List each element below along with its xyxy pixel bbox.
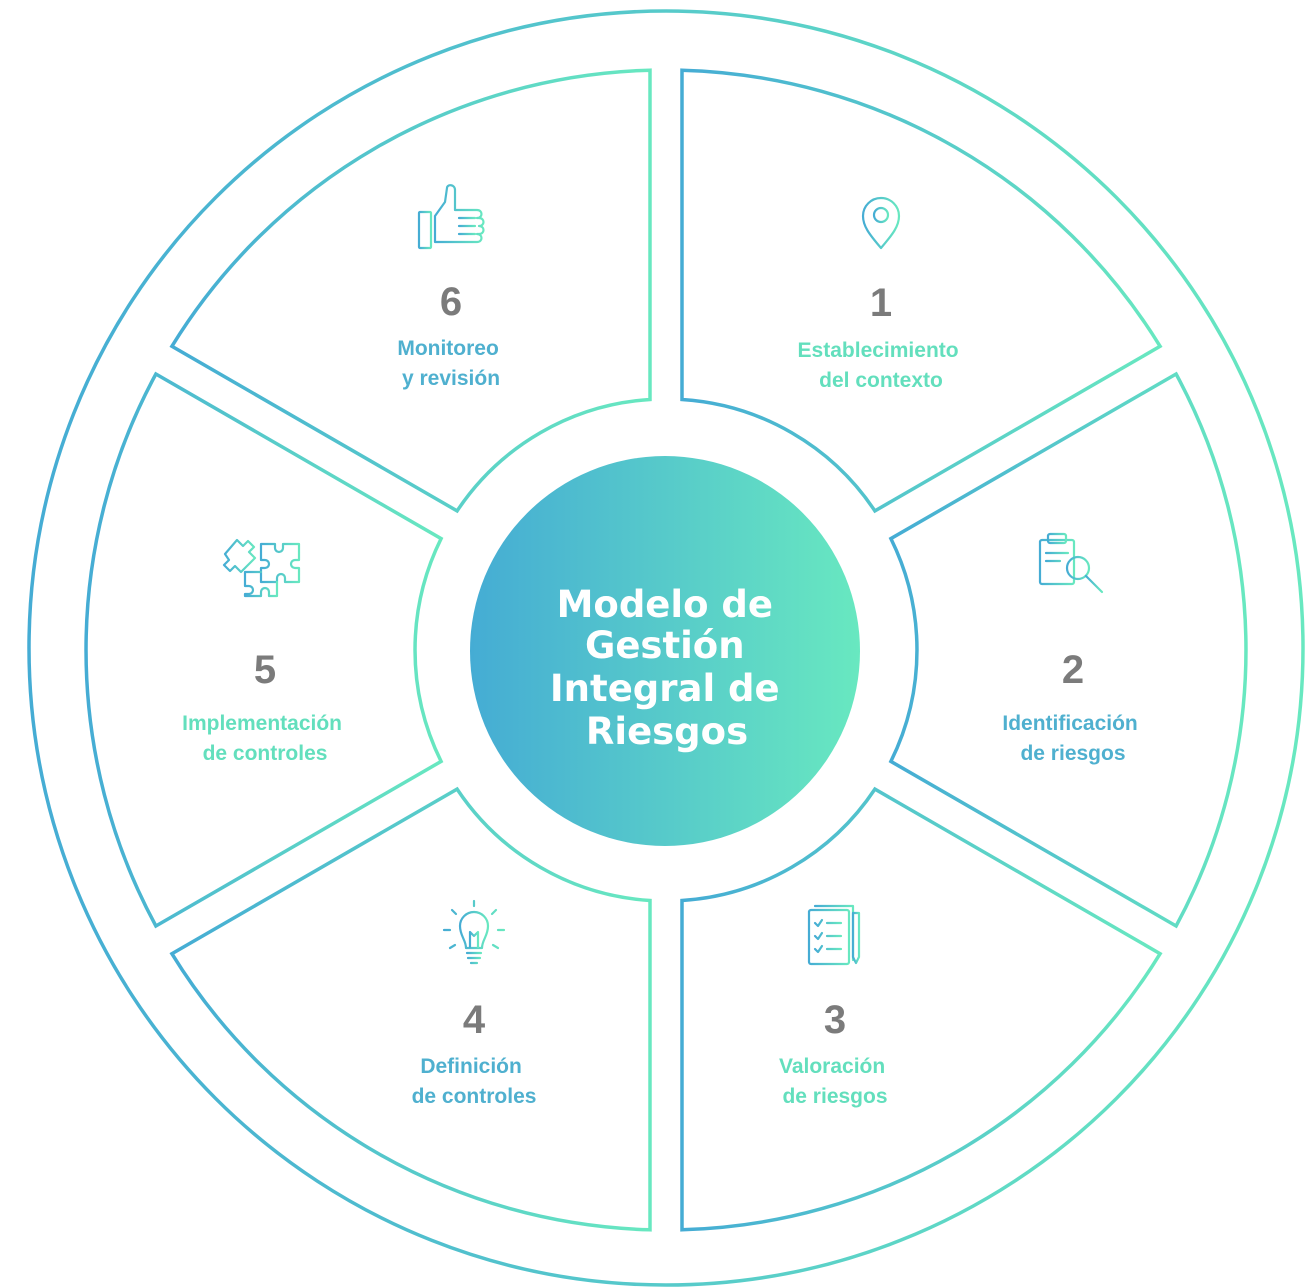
segment-3-label: Valoración de riesgos (779, 1055, 891, 1108)
segment-4-number: 4 (463, 998, 486, 1042)
center-title: Modelo de Gestión Integral de Riesgos (550, 583, 784, 753)
segment-1-label-line-1: Establecimiento (798, 339, 959, 362)
segment-1-shape (680, 68, 1163, 514)
segment-3-shape (680, 786, 1163, 1232)
segment-6-label-line-2: y revisión (402, 367, 500, 390)
segment-1-label: Establecimiento del contexto (798, 339, 965, 392)
segment-2-label-line-2: de riesgos (1020, 742, 1125, 765)
segment-2-label-line-1: Identificación (1002, 712, 1137, 735)
segment-2-number: 2 (1062, 648, 1084, 692)
segment-4-label: Definición de controles (412, 1055, 537, 1108)
segment-4-label-line-1: Definición (420, 1055, 522, 1078)
center-title-line-4: Riesgos (586, 710, 748, 753)
segments-layer (84, 68, 1248, 1232)
segment-6-content: 6 Monitoreo y revisión (397, 184, 504, 390)
segment-5-number: 5 (254, 648, 276, 692)
segment-4-shape (169, 786, 652, 1232)
segment-2-shape (888, 371, 1248, 929)
segment-5-content: 5 Implementación de controles (182, 538, 348, 765)
segment-6-shape (169, 68, 652, 514)
segment-5-label-line-1: Implementación (182, 712, 342, 735)
puzzle-icon (222, 538, 301, 598)
segment-5-shape (84, 371, 444, 929)
location-pin-icon (861, 196, 901, 250)
segment-6-label: Monitoreo y revisión (397, 337, 504, 390)
outer-ring (27, 9, 1305, 1287)
segment-4-label-line-2: de controles (412, 1085, 537, 1108)
segment-3-label-line-1: Valoración (779, 1055, 885, 1078)
segment-3-content: 3 Valoración de riesgos (779, 904, 891, 1108)
center-title-line-3: Integral de (550, 667, 780, 710)
center-title-line-2: Gestión (585, 624, 745, 667)
segment-3-label-line-2: de riesgos (782, 1085, 887, 1108)
segment-3-number: 3 (824, 998, 846, 1042)
segment-1-label-line-2: del contexto (819, 369, 943, 392)
segment-6-number: 6 (440, 280, 462, 324)
segment-5-label: Implementación de controles (182, 712, 348, 765)
segment-1-number: 1 (870, 281, 892, 325)
segment-1-content: 1 Establecimiento del contexto (798, 196, 965, 392)
segment-4-content: 4 Definición de controles (412, 899, 537, 1108)
center-title-line-1: Modelo de (557, 583, 773, 626)
thumbs-up-icon (417, 184, 485, 250)
segment-2-content: 2 Identificación de riesgos (1002, 532, 1143, 765)
center-circle (470, 456, 860, 846)
segment-6-label-line-1: Monitoreo (397, 337, 498, 360)
checklist-document-icon (807, 904, 861, 966)
lightbulb-icon (442, 899, 506, 965)
clipboard-search-icon (1038, 532, 1104, 594)
segment-2-label: Identificación de riesgos (1002, 712, 1143, 765)
segment-5-label-line-2: de controles (203, 742, 328, 765)
